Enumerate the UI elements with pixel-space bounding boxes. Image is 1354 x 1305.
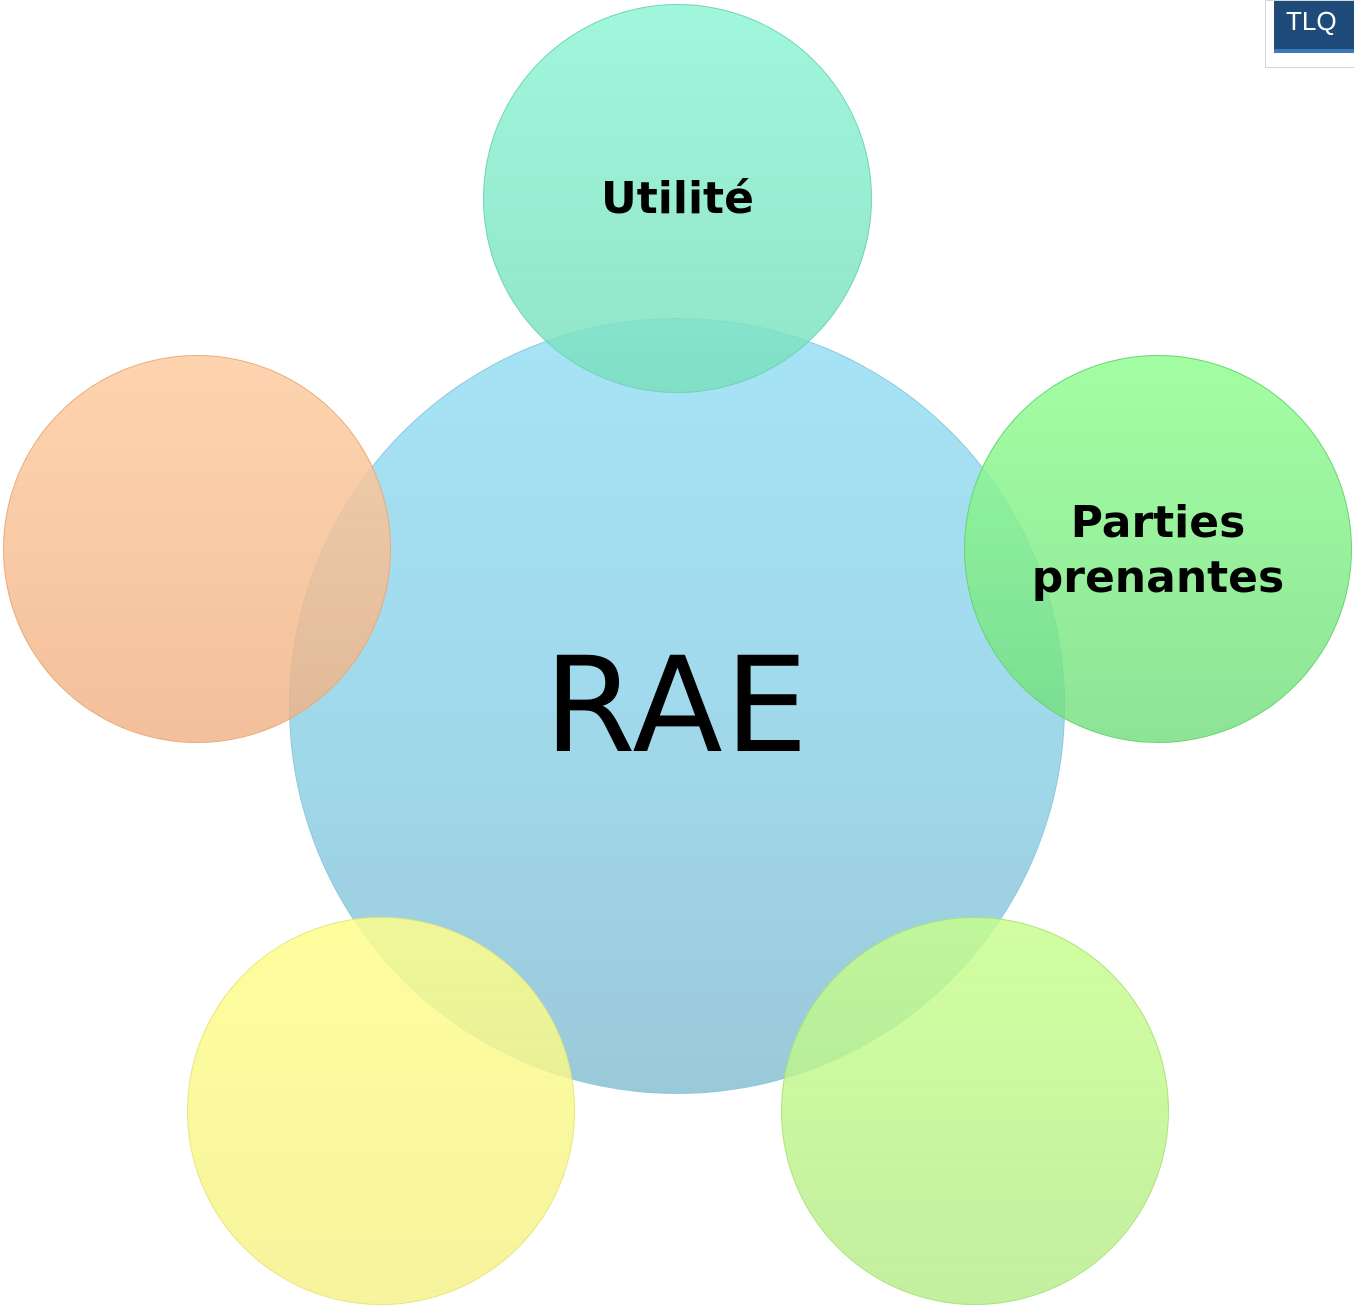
satellite-circle-left <box>3 355 391 743</box>
satellite-circle-bottom-right <box>781 917 1169 1305</box>
tlq-logo-badge: TLQ <box>1274 1 1354 53</box>
satellite-label-right-lines: Parties prenantes <box>1032 495 1284 605</box>
center-label-text: RAE <box>543 629 811 783</box>
satellite-label-top: Utilité <box>483 4 872 393</box>
tlq-logo: TLQ <box>1265 0 1354 68</box>
center-label: RAE <box>289 318 1065 1094</box>
satellite-circle-right <box>964 355 1352 743</box>
satellite-label-top-text: Utilité <box>601 173 754 224</box>
satellite-label-right: Parties prenantes <box>964 355 1352 743</box>
satellite-circle-bottom-left <box>187 917 575 1305</box>
satellite-label-right-line-2: prenantes <box>1031 552 1285 603</box>
satellite-circle-top <box>483 4 872 393</box>
satellite-label-right-line-1: Parties <box>1070 497 1246 548</box>
